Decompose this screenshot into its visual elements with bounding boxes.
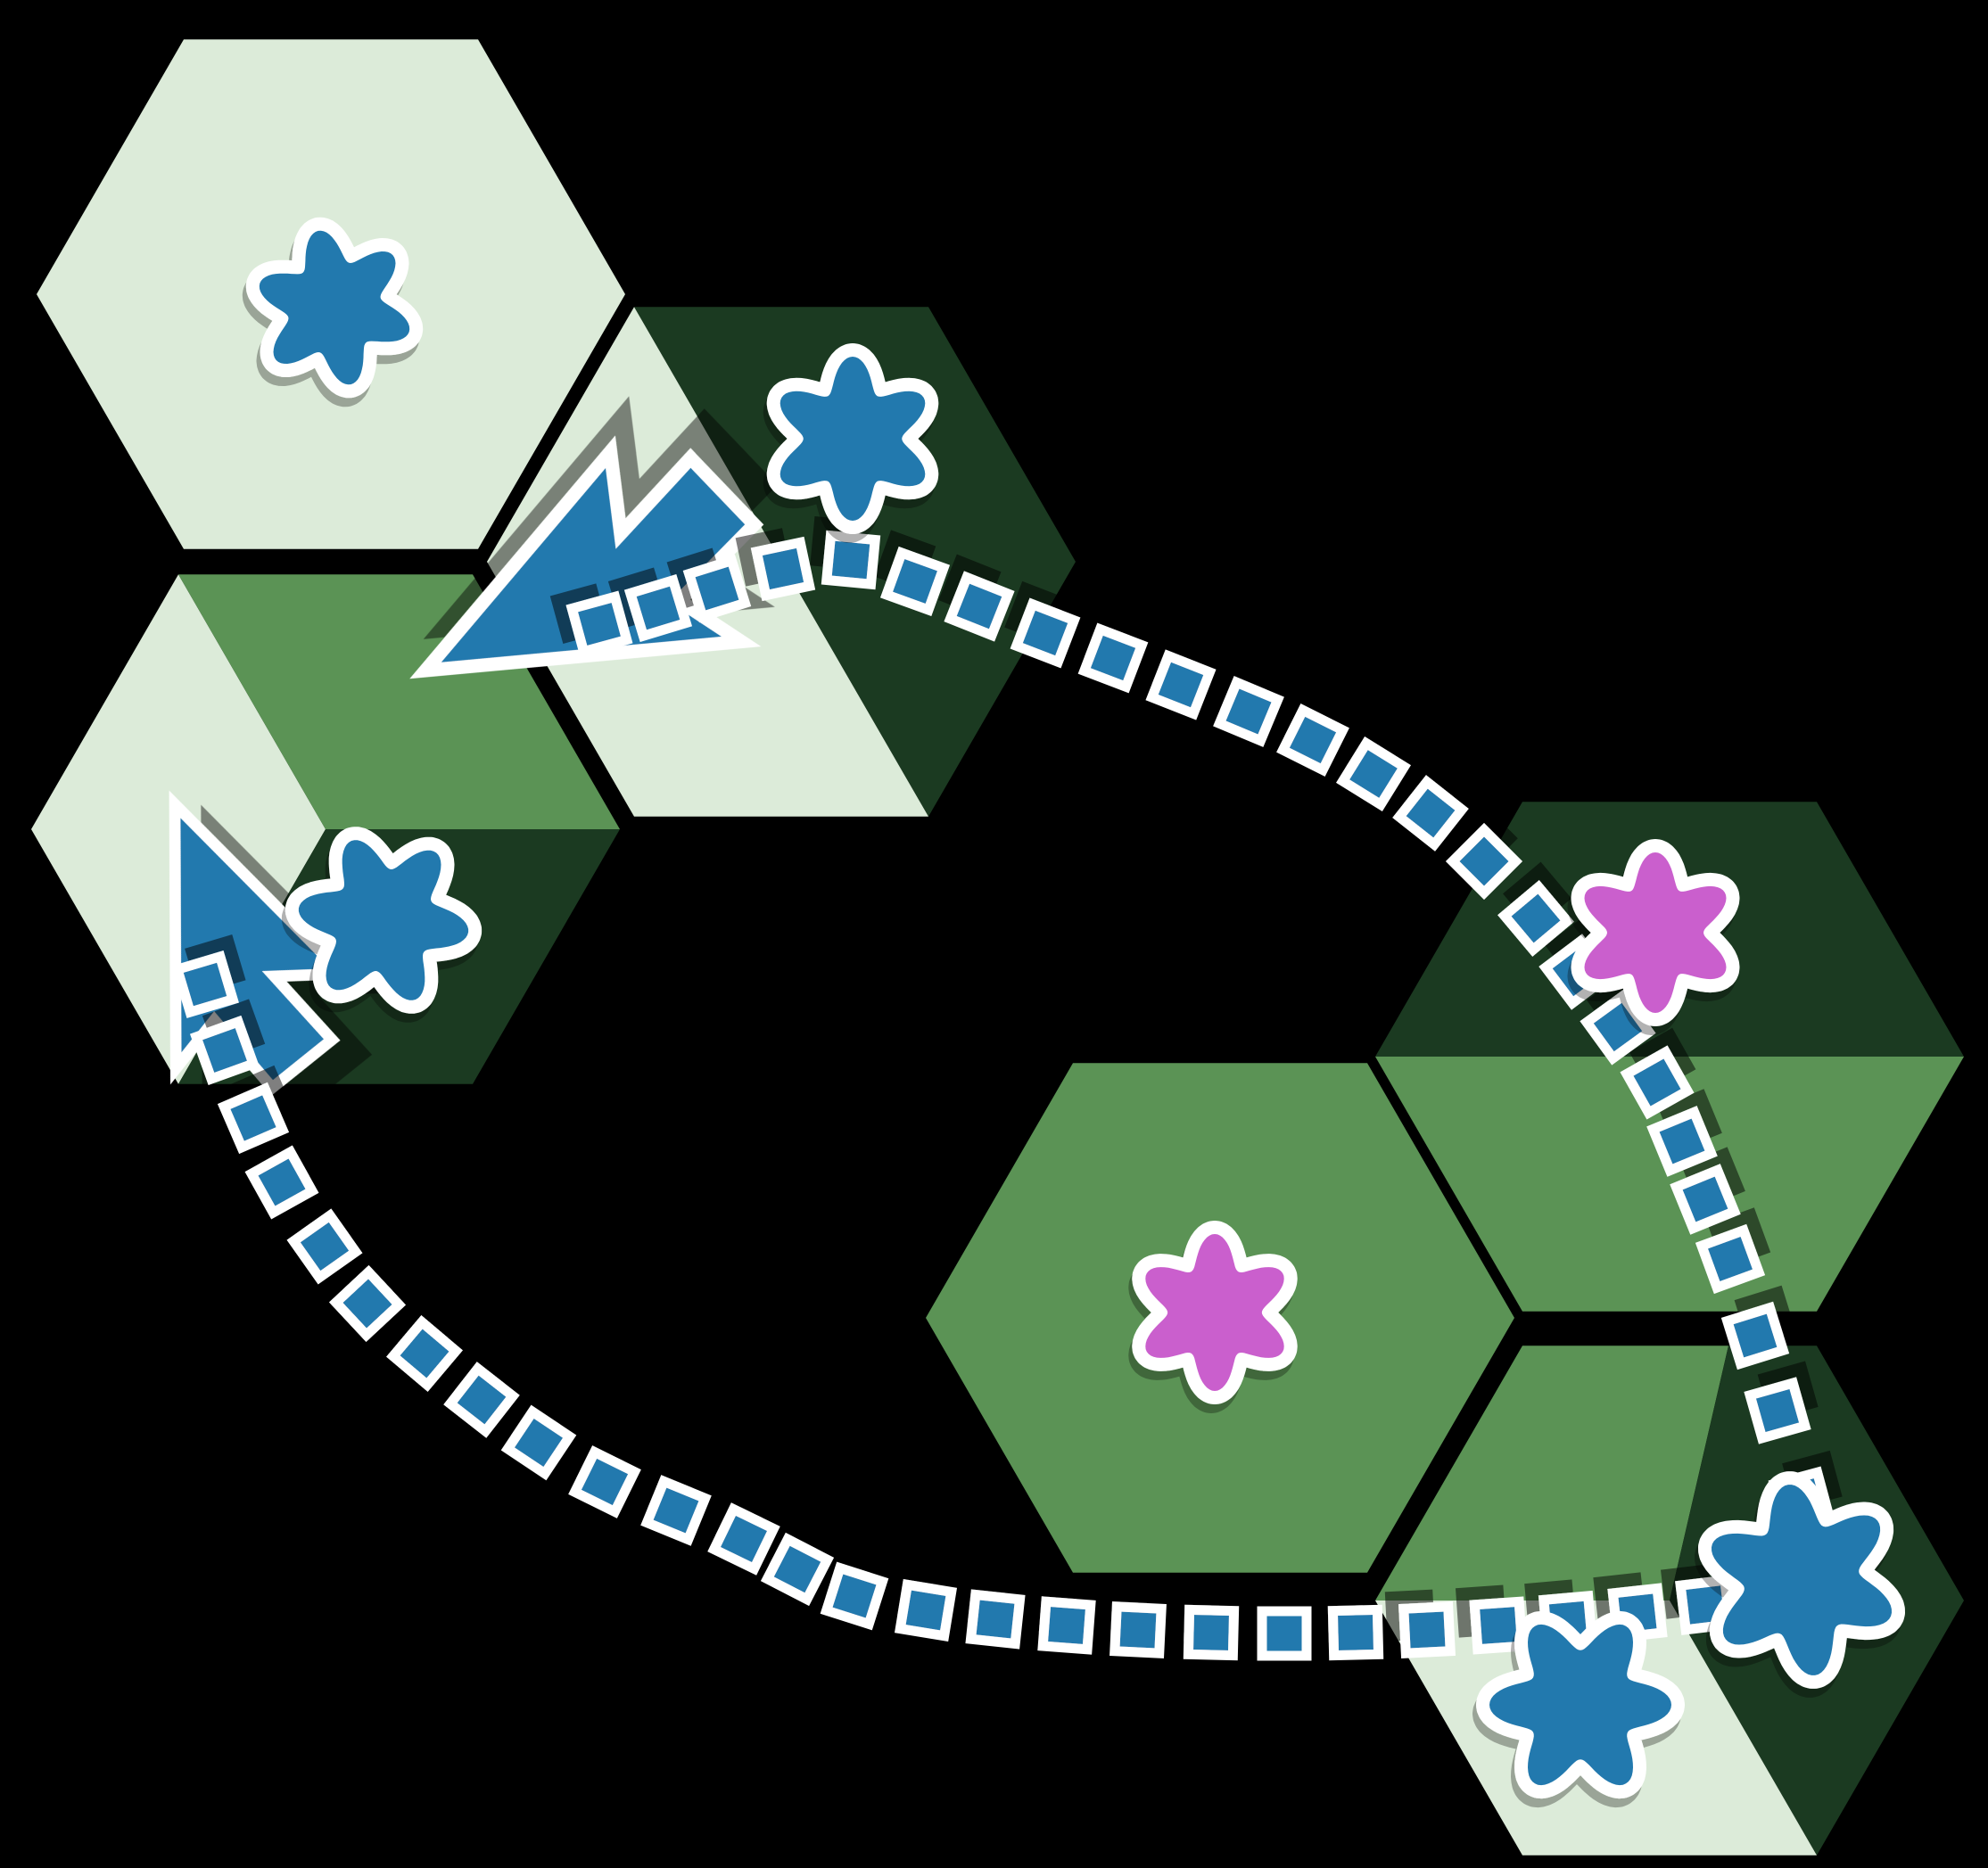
trail-dash — [820, 1561, 889, 1631]
trail-dash — [1670, 1164, 1741, 1235]
trail-dash — [623, 573, 693, 643]
trail-dash — [1398, 1601, 1456, 1659]
trail-dash — [386, 1315, 463, 1392]
trail-dash — [879, 546, 951, 617]
trail-dash — [944, 571, 1015, 642]
trail-dash — [750, 536, 816, 602]
flower-a-icon — [245, 217, 424, 399]
trail-dash — [1720, 1301, 1790, 1370]
trail-dash — [1695, 1223, 1766, 1295]
flower-c-petals — [285, 827, 483, 1014]
flower-c-icon — [285, 827, 483, 1014]
trail-dash — [1392, 775, 1469, 852]
trail-dash — [244, 1145, 319, 1220]
trail-dash — [1183, 1604, 1240, 1661]
trail-dash — [1336, 737, 1411, 811]
trail-dash — [1646, 1106, 1718, 1177]
trail-dash — [1145, 649, 1217, 720]
flower-a-petals — [245, 217, 424, 399]
trail-dash — [1010, 597, 1081, 669]
trail-dash — [1213, 676, 1284, 747]
trail-dash — [443, 1362, 520, 1438]
trail-dash — [217, 1082, 290, 1155]
flower-e-petals — [1571, 839, 1740, 1026]
trail-dash — [1327, 1604, 1384, 1661]
flower-g-bottom-petals — [1476, 1610, 1685, 1799]
flower-e-icon — [1571, 839, 1740, 1026]
trail-dash — [1257, 1606, 1312, 1661]
trail-dash — [500, 1404, 577, 1481]
trail-dash — [965, 1589, 1026, 1650]
trail-dash — [894, 1578, 958, 1642]
trail-dash — [189, 1015, 260, 1086]
flower-g-right-petals — [1698, 1471, 1905, 1689]
flower-g-bottom-icon — [1476, 1610, 1685, 1799]
trail-dash — [568, 1445, 641, 1518]
trail-dash — [171, 950, 239, 1018]
flower-b-icon — [766, 343, 939, 534]
trail-dash — [328, 1264, 407, 1343]
flower-f-petals — [1132, 1221, 1298, 1404]
trail-dash — [760, 1532, 835, 1607]
flower-b-petals — [766, 343, 939, 534]
trail-dash — [682, 554, 752, 623]
trail-lower — [171, 950, 1736, 1661]
trail-dash — [1276, 704, 1349, 777]
hex-cell-e-zone-1 — [1375, 1057, 1964, 1312]
flower-f-icon — [1132, 1221, 1298, 1404]
trail-dash — [565, 590, 633, 658]
trail-dash — [1497, 880, 1574, 957]
trail-dash — [1744, 1377, 1811, 1444]
trail-dash — [286, 1208, 363, 1285]
trail-dash — [1445, 822, 1523, 901]
trail-dash — [707, 1502, 780, 1576]
trail-dash — [821, 530, 881, 590]
trail-dash — [1077, 622, 1149, 694]
trail-dash — [640, 1475, 712, 1546]
flower-g-right-icon — [1698, 1471, 1905, 1689]
trail-dash — [1620, 1045, 1695, 1120]
trail-dash — [1037, 1596, 1096, 1655]
trail-dash — [1109, 1601, 1167, 1658]
hex-cell-g-zone-0 — [1375, 1345, 1728, 1601]
